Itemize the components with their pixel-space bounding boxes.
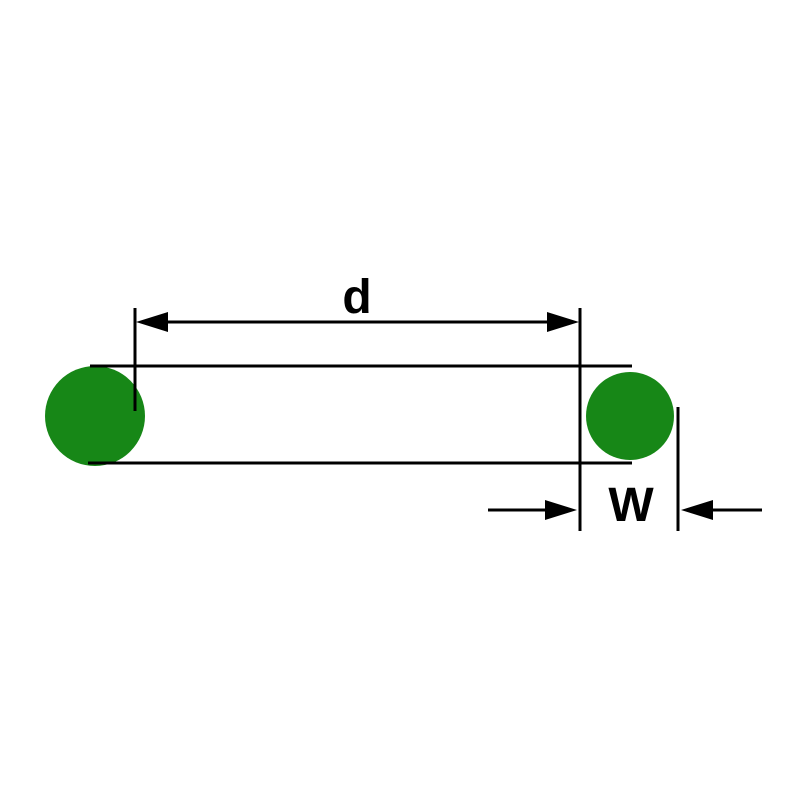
o-ring-cross-section-right (586, 372, 674, 460)
w-arrowhead-left (545, 500, 577, 520)
o-ring-cross-section-left (45, 366, 145, 466)
w-label: W (608, 479, 654, 532)
d-arrowhead-left (136, 312, 168, 332)
w-arrowhead-right (681, 500, 713, 520)
d-label: d (342, 271, 371, 324)
d-arrowhead-right (547, 312, 579, 332)
